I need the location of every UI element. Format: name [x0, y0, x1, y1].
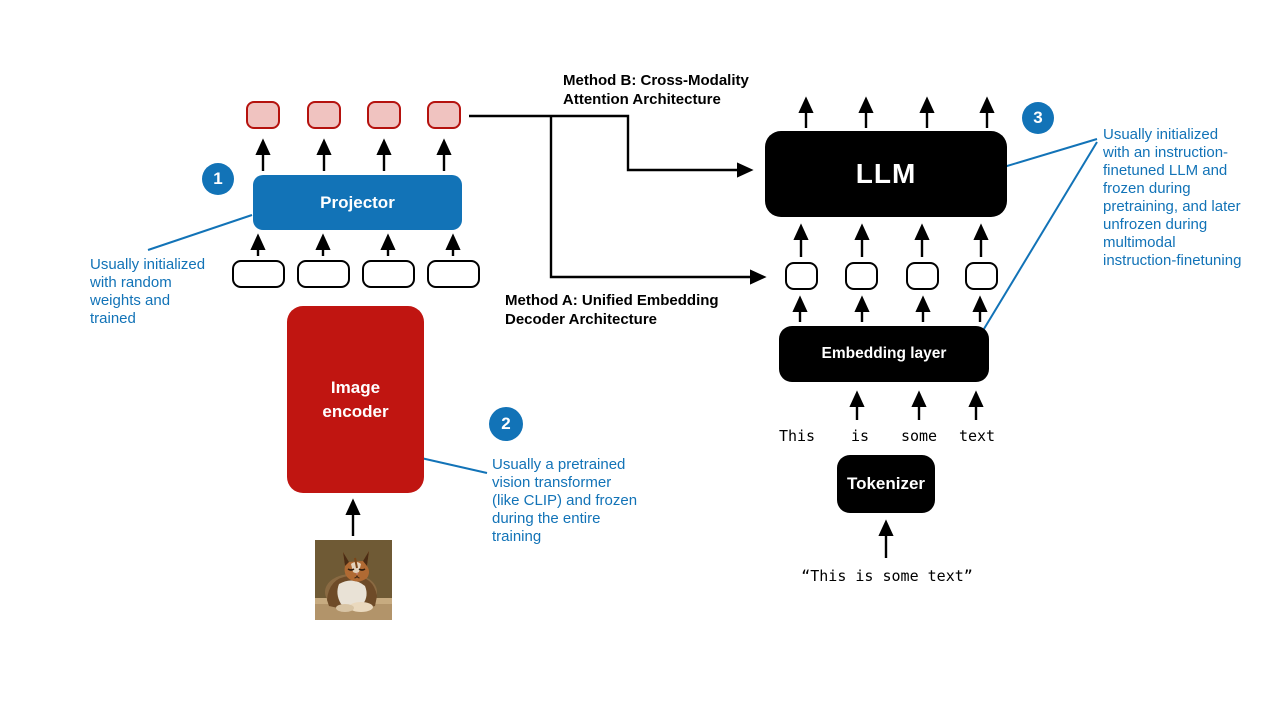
step-2-number: 2 — [501, 414, 511, 433]
patch-token-1 — [232, 260, 285, 288]
projector-label: Projector — [320, 192, 395, 212]
projector-output-arrows — [255, 138, 452, 171]
embedding-layer-box: Embedding layer — [779, 326, 989, 382]
llm-label: LLM — [855, 158, 917, 189]
projector-input-arrows — [250, 233, 461, 256]
token-word-some: some — [900, 427, 938, 445]
step-1-number: 1 — [213, 169, 223, 188]
text-token-4 — [965, 262, 998, 290]
method-a-connector — [549, 116, 767, 285]
tokenizer-box: Tokenizer — [837, 455, 935, 513]
llm-note: Usually initialized with an instruction-… — [1103, 126, 1242, 269]
patch-token-4 — [427, 260, 480, 288]
embedding-layer-label: Embedding layer — [821, 345, 947, 362]
image-token-4 — [427, 101, 461, 129]
token-word-text: text — [958, 427, 996, 445]
llm-input-arrows — [793, 223, 989, 257]
text-token-3 — [906, 262, 939, 290]
tokenizer-label: Tokenizer — [846, 474, 926, 493]
method-b-connector — [469, 114, 754, 178]
image-encoder-box: Image encoder — [287, 306, 424, 493]
text-token-2 — [845, 262, 878, 290]
llm-output-arrows — [798, 96, 995, 128]
patch-token-3 — [362, 260, 415, 288]
step-3-number: 3 — [1033, 108, 1043, 127]
method-b-label: Method B: Cross-Modality Attention Archi… — [563, 72, 749, 108]
image-token-1 — [246, 101, 280, 129]
patch-token-2 — [297, 260, 350, 288]
image-encoder-label: Image encoder — [322, 377, 389, 421]
token-word-is: is — [850, 427, 870, 445]
token-word-this: This — [778, 427, 816, 445]
embedding-input-arrows — [849, 390, 984, 420]
projector-note: Usually initialized with random weights … — [90, 256, 206, 327]
projector-box: Projector — [253, 175, 462, 230]
input-text-quote: “This is some text” — [801, 567, 973, 585]
method-a-label: Method A: Unified Embedding Decoder Arch… — [505, 292, 719, 328]
image-encoder-note: Usually a pretrained vision transformer … — [492, 456, 638, 545]
cat-image — [315, 540, 392, 620]
llm-box: LLM — [765, 131, 1007, 217]
text-token-1 — [785, 262, 818, 290]
embedding-output-arrows — [792, 295, 988, 322]
image-token-2 — [307, 101, 341, 129]
image-token-3 — [367, 101, 401, 129]
step-3-badge: 3 — [1022, 102, 1054, 134]
step-2-badge: 2 — [489, 407, 523, 441]
step-1-badge: 1 — [202, 163, 234, 195]
